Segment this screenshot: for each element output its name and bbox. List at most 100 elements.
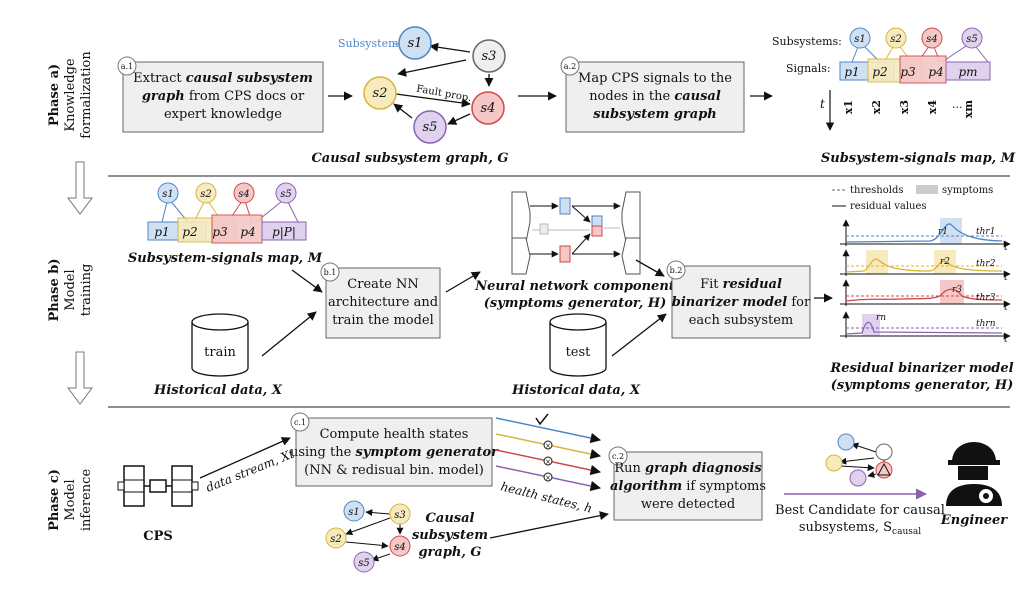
svg-text:Historical data, X: Historical data, X — [511, 383, 641, 398]
svg-text:p3: p3 — [900, 65, 916, 79]
svg-text:pm: pm — [958, 65, 977, 79]
node-s4 — [471, 91, 505, 125]
svg-text:thrn: thrn — [976, 319, 996, 329]
engineer-icon: Engineer — [940, 442, 1008, 528]
svg-text:p1: p1 — [844, 65, 859, 79]
check-icon — [535, 413, 549, 426]
svg-text:s2: s2 — [890, 34, 902, 45]
svg-text:r1: r1 — [938, 227, 948, 237]
subsystem-signals-map: Subsystems: Signals: s1 s2 s4 s5 p1 p2 p… — [772, 27, 1016, 166]
svg-text:s5: s5 — [280, 189, 292, 200]
phase-b-label: Phase b) Model training — [47, 258, 94, 321]
svg-text:graph from CPS docs or: graph from CPS docs or — [142, 89, 305, 104]
svg-text:subsystem: subsystem — [412, 528, 488, 543]
svg-text:a.1: a.1 — [121, 62, 133, 71]
svg-text:s3: s3 — [482, 49, 497, 64]
svg-text:Map CPS signals to the: Map CPS signals to the — [578, 71, 732, 86]
svg-text:t: t — [1004, 273, 1008, 283]
svg-text:rn: rn — [876, 313, 886, 323]
cross-icon — [543, 440, 553, 450]
svg-text:s4: s4 — [394, 542, 406, 553]
svg-text:(symptoms generator, H): (symptoms generator, H) — [831, 378, 1014, 393]
svg-text:s5: s5 — [358, 558, 370, 569]
svg-text:×: × — [545, 474, 551, 482]
svg-text:x3: x3 — [898, 100, 911, 114]
svg-text:residual values: residual values — [850, 201, 927, 212]
svg-text:Model: Model — [63, 269, 78, 310]
svg-text:s1: s1 — [854, 34, 866, 45]
svg-text:test: test — [566, 345, 592, 360]
svg-text:architecture and: architecture and — [328, 295, 438, 310]
svg-text:Phase c): Phase c) — [47, 469, 62, 531]
step-b1-box: b.1 Create NN architecture and train the… — [320, 262, 441, 339]
svg-text:Phase a): Phase a) — [47, 64, 62, 126]
small-causal-graph: s1 s2 s3 s4 s5 Causal subsystem graph, G — [325, 500, 488, 573]
step-c1-box: c.1 Compute health states using the symp… — [290, 412, 499, 487]
svg-text:×: × — [545, 458, 551, 466]
svg-text:...: ... — [952, 98, 963, 111]
svg-text:p4: p4 — [928, 65, 943, 79]
satellite-icon: CPS — [117, 465, 199, 544]
causal-graph: Subsystem Fault prop. s1 s2 s3 s4 s5 Cau… — [311, 26, 509, 166]
svg-text:Model: Model — [63, 479, 78, 520]
svg-text:thr3: thr3 — [976, 293, 996, 303]
svg-text:thr1: thr1 — [976, 227, 995, 237]
svg-text:Compute health states: Compute health states — [320, 427, 469, 442]
svg-text:p|P|: p|P| — [272, 225, 296, 239]
svg-text:xm: xm — [962, 100, 975, 119]
svg-text:p2: p2 — [872, 65, 887, 79]
svg-text:s4: s4 — [926, 34, 938, 45]
svg-text:×: × — [545, 442, 551, 450]
phase-arrow-icon — [67, 161, 93, 215]
result-graph-icon — [825, 433, 893, 487]
svg-text:s5: s5 — [966, 34, 978, 45]
svg-text:training: training — [79, 264, 94, 317]
svg-text:Residual binarizer model: Residual binarizer model — [829, 361, 1013, 376]
svg-text:nodes in the causal: nodes in the causal — [589, 89, 721, 104]
phase-c-label: Phase c) Model inference — [47, 469, 94, 532]
svg-text:algorithm if symptoms: algorithm if symptoms — [610, 479, 766, 494]
phase-a-label: Phase a) Knowledge formalization — [47, 51, 94, 139]
svg-text:s1: s1 — [162, 189, 174, 200]
svg-text:Causal subsystem graph, G: Causal subsystem graph, G — [311, 151, 508, 166]
svg-text:Historical data, X: Historical data, X — [153, 383, 283, 398]
residual-plots: thresholds symptoms residual values r1 t… — [829, 185, 1014, 393]
svg-text:Neural network component: Neural network component — [474, 279, 675, 294]
svg-text:a.2: a.2 — [564, 62, 576, 71]
svg-text:t: t — [1004, 335, 1008, 345]
svg-text:s3: s3 — [394, 510, 406, 521]
svg-text:using the symptom generator: using the symptom generator — [290, 445, 499, 460]
svg-text:r2: r2 — [940, 257, 950, 267]
svg-text:Causal: Causal — [426, 511, 475, 526]
neural-network-icon: Neural network component (symptoms gener… — [474, 191, 675, 311]
svg-text:inference: inference — [79, 469, 94, 532]
svg-text:thr2: thr2 — [976, 259, 996, 269]
svg-text:s4: s4 — [238, 189, 250, 200]
svg-text:x4: x4 — [926, 100, 939, 115]
svg-text:expert knowledge: expert knowledge — [164, 107, 282, 122]
svg-text:Create NN: Create NN — [347, 277, 418, 292]
svg-text:t: t — [1004, 243, 1008, 253]
svg-text:were detected: were detected — [641, 497, 735, 512]
svg-text:Subsystem: Subsystem — [338, 37, 399, 50]
svg-text:s1: s1 — [408, 36, 423, 51]
node-s2 — [363, 76, 397, 110]
node-s3 — [472, 39, 506, 73]
svg-text:subsystem graph: subsystem graph — [593, 107, 717, 122]
train-database-icon: train — [191, 313, 249, 377]
svg-text:b.1: b.1 — [324, 268, 337, 277]
cross-icon — [543, 472, 553, 482]
test-database-icon: test — [549, 313, 607, 377]
svg-text:subsystems, Scausal: subsystems, Scausal — [799, 520, 921, 537]
step-a2-box: a.2 Map CPS signals to the nodes in the … — [560, 56, 745, 133]
step-b2-box: b.2 Fit residual binarizer model for eac… — [666, 260, 811, 339]
node-s1 — [398, 26, 432, 60]
svg-text:graph, G: graph, G — [418, 545, 481, 560]
svg-text:c.2: c.2 — [612, 452, 624, 461]
svg-text:binarizer model for: binarizer model for — [672, 295, 811, 310]
svg-text:x1: x1 — [842, 100, 855, 114]
svg-text:p1: p1 — [154, 225, 169, 239]
svg-text:train the model: train the model — [332, 313, 434, 328]
step-a1-box: a.1 Extract causal subsystem graph from … — [117, 56, 324, 133]
